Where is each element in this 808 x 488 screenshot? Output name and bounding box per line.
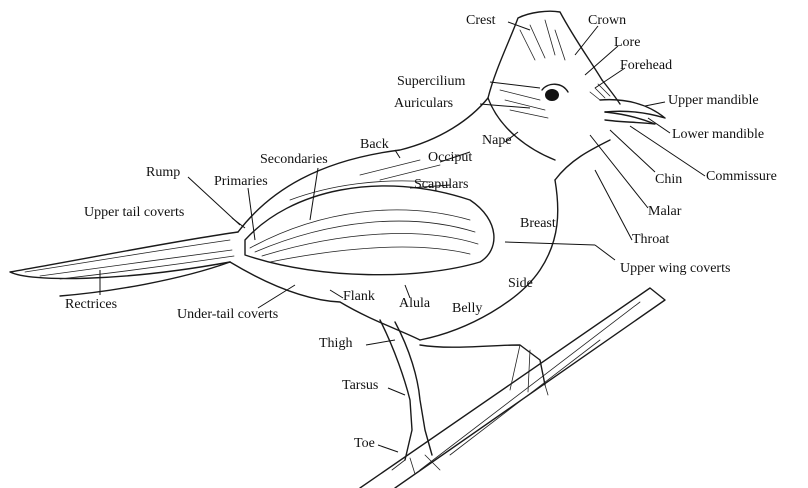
label-auriculars: Auriculars: [394, 96, 453, 112]
label-malar: Malar: [648, 204, 681, 220]
label-alula: Alula: [399, 296, 430, 312]
label-flank: Flank: [343, 289, 375, 305]
label-lore: Lore: [614, 35, 640, 51]
label-crown: Crown: [588, 13, 626, 29]
label-upper-wing-coverts: Upper wing coverts: [620, 261, 730, 277]
label-breast: Breast: [520, 216, 556, 232]
label-rectrices: Rectrices: [65, 297, 117, 313]
label-toe: Toe: [354, 436, 375, 452]
label-chin: Chin: [655, 172, 682, 188]
label-crest: Crest: [466, 13, 496, 29]
label-nape: Nape: [482, 133, 512, 149]
label-under-tail-coverts: Under-tail coverts: [177, 307, 278, 323]
label-upper-mandible: Upper mandible: [668, 93, 759, 109]
tail: [10, 232, 238, 296]
label-scapulars: Scapulars: [414, 177, 468, 193]
label-secondaries: Secondaries: [260, 152, 328, 168]
label-forehead: Forehead: [620, 58, 672, 74]
label-thigh: Thigh: [319, 336, 352, 352]
label-side: Side: [508, 276, 533, 292]
label-tarsus: Tarsus: [342, 378, 378, 394]
label-occiput: Occiput: [428, 150, 472, 166]
label-rump: Rump: [146, 165, 180, 181]
label-upper-tail-coverts: Upper tail coverts: [84, 205, 184, 221]
legs: [380, 320, 548, 474]
label-belly: Belly: [452, 301, 482, 317]
label-back: Back: [360, 137, 389, 153]
label-commissure: Commissure: [706, 169, 777, 185]
label-supercilium: Supercilium: [397, 74, 465, 90]
label-lower-mandible: Lower mandible: [672, 127, 764, 143]
label-throat: Throat: [632, 232, 669, 248]
label-primaries: Primaries: [214, 174, 268, 190]
